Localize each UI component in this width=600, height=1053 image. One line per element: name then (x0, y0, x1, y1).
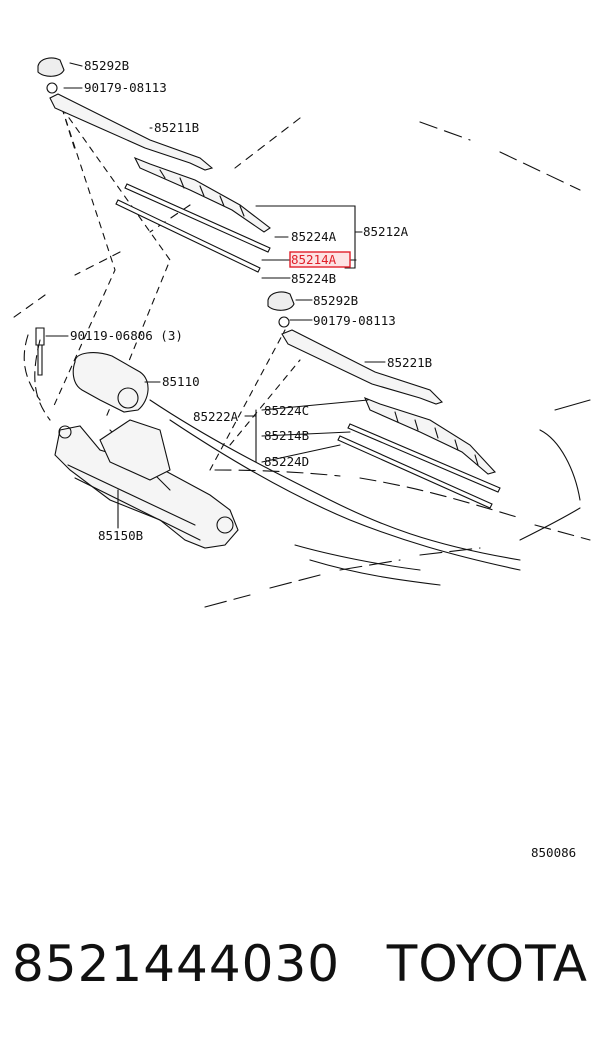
windshield-base (214, 469, 591, 541)
label-85110: 85110 (162, 374, 200, 389)
leader-lines-left (63, 62, 363, 279)
linkage-rods (67, 429, 201, 541)
label-90179-left: 90179-08113 (84, 80, 167, 95)
label-85214A: 85214A (291, 252, 337, 267)
blade-right-ribs (394, 411, 479, 466)
label-85292B-right: 85292B (313, 293, 358, 308)
label-85224D: 85224D (264, 454, 309, 469)
blade-right (363, 397, 497, 475)
label-85222A: 85222A (193, 409, 239, 424)
label-85224C: 85224C (264, 403, 309, 418)
label-85292B-left: 85292B (84, 58, 129, 73)
brand-name: TOYOTA (386, 935, 588, 993)
leader-lines-right (244, 299, 386, 463)
blade-85212A (133, 156, 271, 233)
strip-85224D (347, 423, 501, 493)
pivot-left (58, 425, 72, 439)
motor-85110 (72, 352, 149, 413)
body-right (519, 399, 591, 541)
label-85211B: 85211B (154, 120, 199, 135)
label-85221B: 85221B (387, 355, 432, 370)
leader-dash-2 (61, 107, 286, 471)
nut-90179-right (278, 316, 290, 328)
strip-85224A (124, 183, 271, 253)
label-85224B: 85224B (291, 271, 336, 286)
linkage-bracket (99, 419, 171, 481)
label-90119: 90119-06806 (3) (70, 328, 183, 343)
rubber-85214B (337, 435, 493, 509)
label-85212A: 85212A (363, 224, 409, 239)
fender-line (23, 334, 51, 421)
pivot-right (216, 516, 234, 534)
part-number: 8521444030 (12, 935, 341, 993)
label-85150B: 85150B (98, 528, 143, 543)
cowl-panel (149, 399, 521, 561)
label-90179-right: 90179-08113 (313, 313, 396, 328)
cowl-panel-2 (169, 419, 521, 571)
rubber-85214A (115, 199, 261, 273)
label-85214B: 85214B (264, 428, 309, 443)
body-bottom (294, 544, 441, 586)
blade-85212A-ribs (159, 169, 245, 217)
diagram-code: 850086 (531, 845, 576, 860)
bolt-90119 (35, 327, 45, 376)
cowl-outline (419, 121, 581, 191)
highlight-box-85214A (289, 251, 351, 268)
cap-85292B-right (267, 291, 295, 311)
caption-bar: 8521444030 TOYOTA (0, 935, 600, 1015)
cap-85292B-left (37, 57, 65, 77)
arm-85221B (281, 329, 444, 405)
label-85224A: 85224A (291, 229, 337, 244)
motor-85110-end (117, 387, 139, 409)
nut-90179-left (46, 82, 58, 94)
arm-85211B (49, 93, 214, 171)
